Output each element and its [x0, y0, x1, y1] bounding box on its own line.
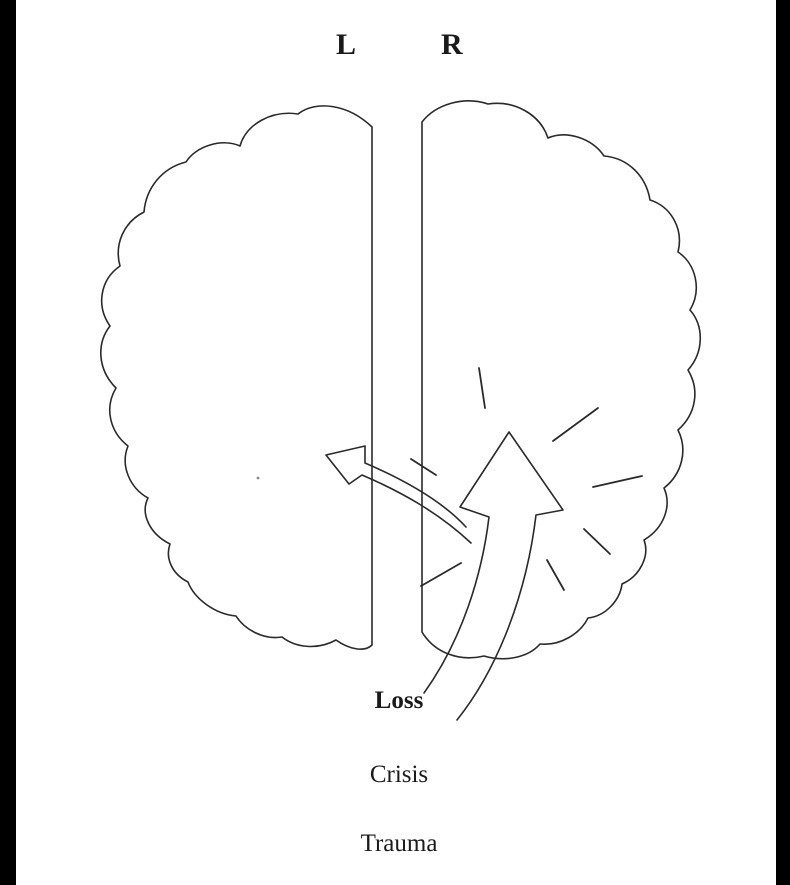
burst-ray — [421, 563, 461, 586]
burst-ray — [411, 459, 436, 475]
burst-ray — [479, 368, 485, 408]
left-hemisphere-label: L — [336, 28, 356, 61]
speck-mark — [257, 477, 260, 480]
right-hemisphere-label: R — [441, 28, 463, 61]
burst-ray — [593, 476, 642, 487]
right-hemisphere — [422, 101, 700, 659]
impact-arrow — [424, 432, 563, 720]
cause-crisis-label: Crisis — [370, 761, 428, 788]
left-hemisphere — [101, 106, 372, 649]
cause-trauma-label: Trauma — [361, 830, 438, 857]
crossover-arrow — [326, 446, 471, 543]
impact-burst — [411, 368, 642, 590]
cause-loss-label: Loss — [375, 687, 424, 714]
burst-ray — [547, 560, 564, 590]
burst-ray — [553, 408, 598, 441]
burst-ray — [584, 529, 610, 554]
